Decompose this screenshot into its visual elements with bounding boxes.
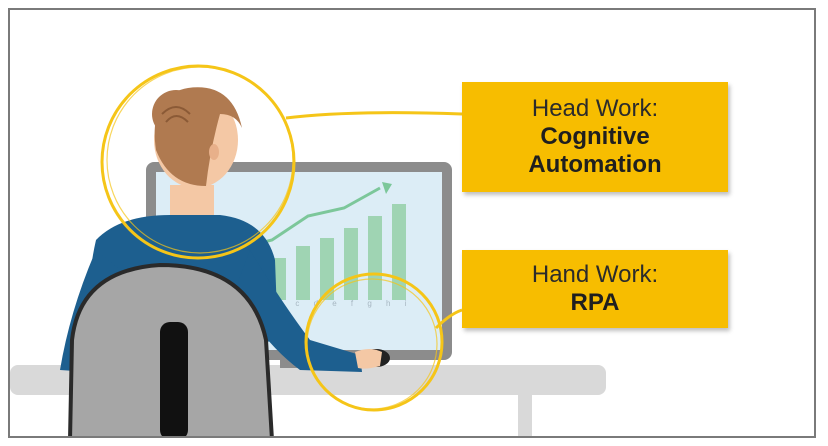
chair-support xyxy=(160,322,188,436)
head-work-line2: Cognitive xyxy=(540,123,650,150)
monitor-bar xyxy=(344,228,358,300)
head-work-line3: Automation xyxy=(528,151,662,178)
monitor-bar xyxy=(368,216,382,300)
trend-arrow-head xyxy=(382,182,392,194)
hand-work-label: Hand Work: xyxy=(531,261,659,288)
monitor-bar xyxy=(392,204,406,300)
head-highlight-ring xyxy=(100,64,296,260)
illustration-frame: 8 a b c d e f g h i xyxy=(8,8,816,438)
person-hair-bun xyxy=(152,90,200,138)
person-hand xyxy=(355,349,382,369)
hand-work-line2: RPA xyxy=(570,289,620,316)
monitor-bar xyxy=(320,238,334,300)
person-ear xyxy=(209,144,219,160)
axis-letters: a b c d e f g h i xyxy=(258,299,412,308)
person-hair-bun-detail xyxy=(161,106,191,123)
office-scene: 8 a b c d e f g h i xyxy=(10,64,606,436)
head-connector xyxy=(285,111,463,120)
hand-highlight-ring xyxy=(304,272,444,412)
monitor: 8 a b c d e f g h i xyxy=(146,162,452,368)
head-work-callout: Head Work: Cognitive Automation xyxy=(462,82,728,192)
hand-work-callout: Hand Work: RPA xyxy=(462,250,728,328)
chair xyxy=(68,262,274,436)
hand-highlight-ring-sketch xyxy=(306,278,438,410)
desk-leg xyxy=(518,390,532,436)
head-highlight-ring-sketch xyxy=(106,66,294,254)
person-arm xyxy=(235,250,362,372)
monitor-bar xyxy=(296,246,310,300)
hand-connector xyxy=(434,308,463,330)
head-work-label: Head Work: xyxy=(531,95,659,122)
